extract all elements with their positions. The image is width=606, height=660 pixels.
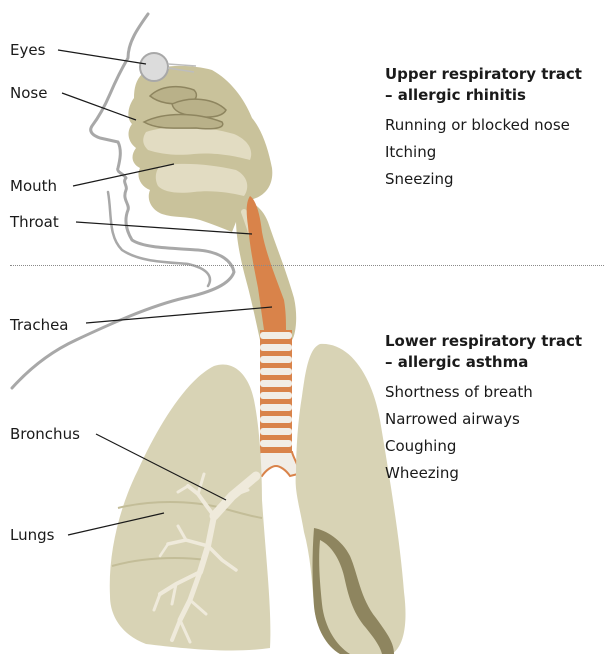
- label-nose: Nose: [10, 84, 47, 102]
- lower-symptom: Narrowed airways: [385, 406, 582, 433]
- eye-icon: [140, 53, 168, 81]
- leader-trachea: [86, 307, 272, 323]
- label-trachea: Trachea: [10, 316, 69, 334]
- lower-tract-panel: Lower respiratory tract – allergic asthm…: [385, 331, 582, 487]
- lower-tract-subtitle: – allergic asthma: [385, 352, 582, 373]
- upper-symptom: Running or blocked nose: [385, 112, 582, 139]
- label-lungs: Lungs: [10, 526, 54, 544]
- label-mouth: Mouth: [10, 177, 57, 195]
- upper-symptom: Itching: [385, 139, 582, 166]
- lower-tract-title: Lower respiratory tract: [385, 331, 582, 352]
- upper-tract-title: Upper respiratory tract: [385, 64, 582, 85]
- label-eyes: Eyes: [10, 41, 45, 59]
- trachea: [260, 330, 292, 456]
- label-throat: Throat: [10, 213, 59, 231]
- upper-symptom: Sneezing: [385, 166, 582, 193]
- label-bronchus: Bronchus: [10, 425, 80, 443]
- upper-tract-subtitle: – allergic rhinitis: [385, 85, 582, 106]
- lung-right: [110, 364, 271, 650]
- leader-eyes: [58, 50, 146, 64]
- tract-divider: [10, 265, 604, 266]
- lower-symptom: Wheezing: [385, 460, 582, 487]
- upper-tract-panel: Upper respiratory tract – allergic rhini…: [385, 64, 582, 193]
- lower-symptom: Shortness of breath: [385, 379, 582, 406]
- lower-symptom: Coughing: [385, 433, 582, 460]
